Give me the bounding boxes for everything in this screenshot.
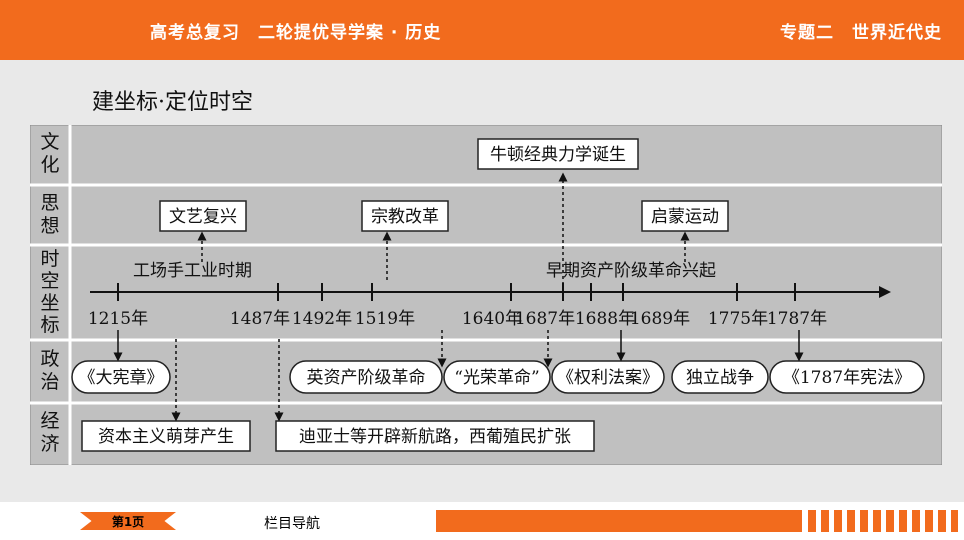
footer-stripes (808, 510, 958, 532)
row-label-economy-2: 济 (40, 433, 59, 455)
row-label-thought-2: 想 (40, 215, 59, 237)
thought-event-enlightenment: 启蒙运动 (651, 207, 719, 227)
row-label-politics-1: 政 (40, 348, 59, 370)
economy-box-capitalism-sprouts (81, 420, 251, 452)
row-label-economy-1: 经 (40, 410, 59, 432)
politics-event-english-revolution: 英资产阶级革命 (307, 368, 426, 388)
politics-event-constitution: 《1787年宪法》 (783, 368, 911, 388)
row-label-thought-1: 思 (40, 192, 59, 214)
politics-box-independence-war (671, 360, 769, 394)
year-1787: 1787年 (767, 309, 827, 329)
year-1688: 1688年 (575, 309, 635, 329)
thought-event-renaissance: 文艺复兴 (169, 207, 237, 227)
thought-box-renaissance (159, 200, 247, 232)
politics-event-glorious-revolution: “光荣革命” (454, 368, 539, 388)
economy-event-new-routes: 迪亚士等开辟新航路，西葡殖民扩张 (299, 427, 571, 447)
nav-link[interactable]: 栏目导航 (264, 516, 320, 532)
economy-box-new-routes (275, 420, 595, 452)
year-1492: 1492年 (292, 309, 352, 329)
row-label-timeline-4: 标 (40, 314, 59, 336)
thought-box-enlightenment (641, 200, 729, 232)
thought-event-reformation: 宗教改革 (371, 207, 439, 227)
year-1775: 1775年 (708, 309, 768, 329)
timeline-year-labels: 1215年 1487年 1492年 1519年 1640年 1687年 1688… (88, 309, 827, 329)
politics-box-glorious-revolution (443, 360, 551, 394)
footer-orange-bar (436, 510, 802, 532)
year-1519: 1519年 (355, 309, 415, 329)
row-label-timeline: 时 空 坐 标 (40, 248, 59, 336)
year-1215: 1215年 (88, 309, 148, 329)
politics-box-constitution (769, 360, 925, 394)
row-label-culture-2: 化 (40, 154, 59, 176)
row-label-timeline-2: 空 (40, 270, 59, 292)
row-label-culture: 文 化 (40, 131, 59, 176)
year-1689: 1689年 (630, 309, 690, 329)
thought-box-reformation (361, 200, 449, 232)
row-label-thought: 思 想 (40, 192, 59, 237)
diagram-panel (30, 125, 942, 465)
culture-event-newton: 牛顿经典力学诞生 (490, 145, 626, 165)
timeline-diagram: 文 化 思 想 时 空 坐 标 政 治 经 济 牛顿经典力学诞生 文艺复兴 宗教… (30, 125, 942, 465)
row-label-culture-1: 文 (40, 131, 59, 153)
year-1640: 1640年 (462, 309, 522, 329)
year-1487: 1487年 (230, 309, 290, 329)
period-label-bourgeois-revolution: 早期资产阶级革命兴起 (546, 261, 716, 281)
row-label-economy: 经 济 (40, 410, 59, 455)
row-label-timeline-3: 坐 (40, 292, 59, 314)
connectors (113, 172, 804, 422)
header-left-title: 高考总复习 二轮提优导学案 · 历史 (150, 23, 442, 43)
politics-event-magna-carta: 《大宪章》 (79, 368, 164, 388)
politics-event-independence-war: 独立战争 (686, 368, 754, 388)
economy-event-capitalism-sprouts: 资本主义萌芽产生 (98, 427, 234, 447)
page-tag[interactable]: 第1页 (80, 512, 176, 530)
period-label-manufacturing: 工场手工业时期 (133, 261, 252, 281)
header-bar: 高考总复习 二轮提优导学案 · 历史 专题二 世界近代史 (0, 0, 964, 60)
culture-event-box (477, 138, 639, 170)
row-label-politics: 政 治 (40, 348, 59, 393)
politics-event-bill-of-rights: 《权利法案》 (557, 368, 659, 388)
year-1687: 1687年 (515, 309, 575, 329)
row-label-politics-2: 治 (40, 371, 59, 393)
timeline-ticks (117, 283, 796, 301)
politics-box-english-revolution (289, 360, 443, 394)
politics-box-bill-of-rights (551, 360, 665, 394)
page-tag-label: 第1页 (111, 515, 145, 529)
header-right-title: 专题二 世界近代史 (780, 23, 942, 43)
section-heading: 建坐标·定位时空 (92, 90, 253, 115)
row-label-timeline-1: 时 (40, 248, 59, 270)
